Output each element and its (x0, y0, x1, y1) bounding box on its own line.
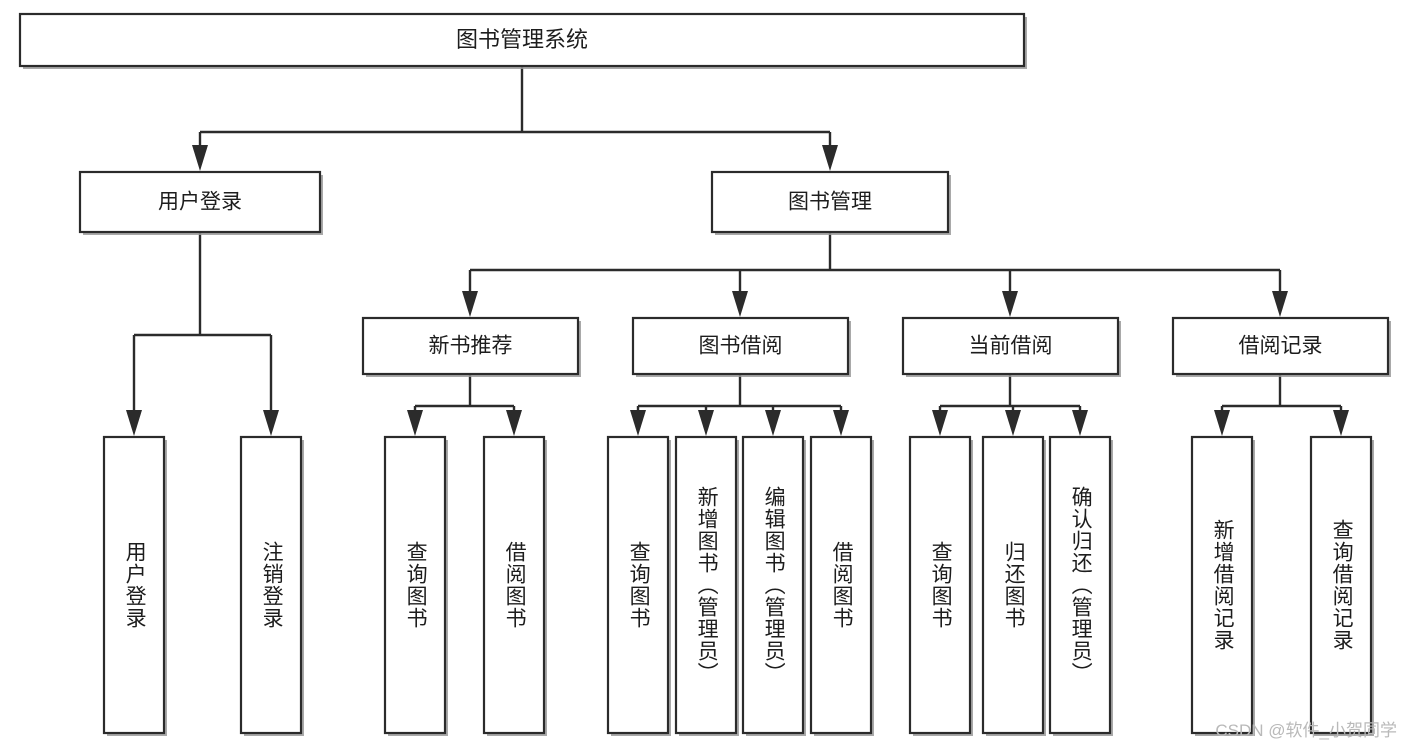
node-label: 借阅记录 (1239, 335, 1323, 358)
arrow-head-icon (1005, 410, 1021, 436)
node-box[interactable] (981, 435, 1045, 735)
node-box[interactable] (78, 170, 322, 234)
arrow-head-icon (1272, 291, 1288, 317)
arrow-head-icon (1214, 410, 1230, 436)
root-node-1[interactable]: 图书管理系统 (18, 12, 1027, 69)
node-box[interactable] (631, 316, 850, 376)
watermark-label: CSDN @软件_小贺同学 (1215, 721, 1397, 740)
node-box[interactable] (1309, 435, 1373, 735)
connector-layer (126, 66, 1349, 436)
node-label: 图书管理系统 (456, 27, 588, 52)
arrow-head-icon (1072, 410, 1088, 436)
node-box[interactable] (482, 435, 546, 735)
node-label: 图书借阅 (699, 335, 783, 358)
arrow-head-icon (263, 410, 279, 436)
arrow-head-icon (732, 291, 748, 317)
arrow-head-icon (765, 410, 781, 436)
leaf-node-5[interactable] (606, 435, 671, 736)
leaf-node-10[interactable] (981, 435, 1046, 736)
node-label: 用户登录 (158, 191, 242, 214)
node-label: 新书推荐 (429, 335, 513, 358)
leaf-node-13[interactable] (1309, 435, 1374, 736)
node-box[interactable] (741, 435, 805, 735)
level3-node-2[interactable]: 图书借阅 (631, 316, 851, 377)
arrow-head-icon (630, 410, 646, 436)
level3-node-4[interactable]: 借阅记录 (1171, 316, 1391, 377)
node-box[interactable] (908, 435, 972, 735)
level3-node-3[interactable]: 当前借阅 (901, 316, 1121, 377)
arrow-head-icon (407, 410, 423, 436)
node-box[interactable] (102, 435, 166, 735)
node-label: 图书管理 (788, 191, 872, 214)
leaf-node-12[interactable] (1190, 435, 1255, 736)
arrow-head-icon (1002, 291, 1018, 317)
arrow-head-icon (192, 145, 208, 171)
leaf-node-7[interactable] (741, 435, 806, 736)
leaf-node-4[interactable] (482, 435, 547, 736)
level3-node-1[interactable]: 新书推荐 (361, 316, 581, 377)
arrow-head-icon (506, 410, 522, 436)
node-box[interactable] (674, 435, 738, 735)
leaf-node-2[interactable] (239, 435, 304, 736)
node-box[interactable] (710, 170, 950, 234)
node-box[interactable] (1171, 316, 1390, 376)
leaf-node-1[interactable] (102, 435, 167, 736)
node-box[interactable] (18, 12, 1026, 68)
arrow-head-icon (833, 410, 849, 436)
node-box[interactable] (361, 316, 580, 376)
node-label: 当前借阅 (969, 335, 1053, 358)
leaf-node-6[interactable] (674, 435, 739, 736)
leaf-node-9[interactable] (908, 435, 973, 736)
node-box[interactable] (901, 316, 1120, 376)
node-box[interactable] (239, 435, 303, 735)
arrow-head-icon (698, 410, 714, 436)
leaf-node-8[interactable] (809, 435, 874, 736)
node-box[interactable] (1190, 435, 1254, 735)
level2-node-1[interactable]: 用户登录 (78, 170, 323, 235)
level2-node-2[interactable]: 图书管理 (710, 170, 951, 235)
arrow-head-icon (1333, 410, 1349, 436)
arrow-head-icon (822, 145, 838, 171)
node-box[interactable] (606, 435, 670, 735)
node-box[interactable] (809, 435, 873, 735)
arrow-head-icon (462, 291, 478, 317)
arrow-head-icon (932, 410, 948, 436)
leaf-node-11[interactable] (1048, 435, 1113, 736)
leaf-node-3[interactable] (383, 435, 448, 736)
arrow-head-icon (126, 410, 142, 436)
node-box[interactable] (383, 435, 447, 735)
node-box[interactable] (1048, 435, 1112, 735)
